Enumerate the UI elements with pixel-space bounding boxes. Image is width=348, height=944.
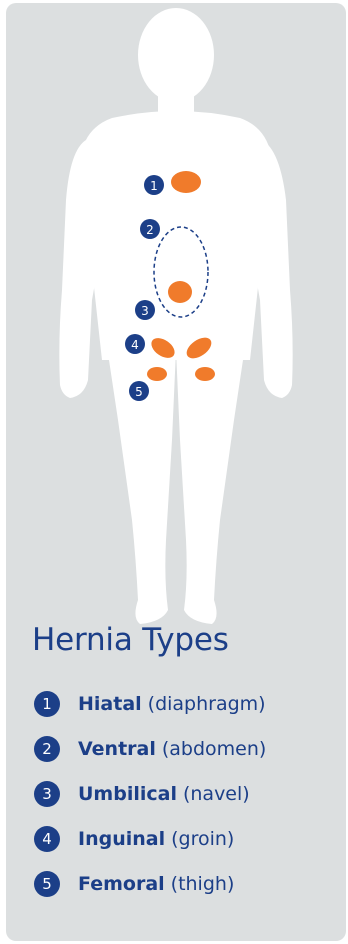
legend-item-ventral: 2 Ventral (abdomen): [34, 726, 266, 771]
legend-desc: (navel): [183, 783, 250, 805]
svg-text:5: 5: [135, 385, 143, 399]
legend-item-inguinal: 4 Inguinal (groin): [34, 816, 266, 861]
legend-term: Femoral: [78, 873, 165, 895]
femoral-spot-left: [147, 367, 167, 381]
legend-title: Hernia Types: [32, 622, 229, 658]
legend-number: 4: [34, 826, 60, 852]
svg-text:2: 2: [146, 223, 154, 237]
femoral-spot-right: [195, 367, 215, 381]
svg-text:1: 1: [150, 179, 158, 193]
legend-item-femoral: 5 Femoral (thigh): [34, 861, 266, 906]
marker-4: 4: [125, 334, 145, 354]
legend-desc: (abdomen): [162, 738, 266, 760]
svg-text:3: 3: [141, 304, 149, 318]
legend-number: 5: [34, 871, 60, 897]
legend-term: Inguinal: [78, 828, 165, 850]
umbilical-spot: [168, 281, 192, 303]
body-silhouette: [59, 8, 292, 624]
legend-number: 3: [34, 781, 60, 807]
legend-term: Ventral: [78, 738, 156, 760]
marker-1: 1: [144, 175, 164, 195]
marker-3: 3: [135, 300, 155, 320]
legend-term: Umbilical: [78, 783, 177, 805]
hiatal-spot: [171, 171, 201, 193]
legend-item-hiatal: 1 Hiatal (diaphragm): [34, 681, 266, 726]
marker-5: 5: [129, 381, 149, 401]
legend-desc: (thigh): [171, 873, 235, 895]
legend-number: 2: [34, 736, 60, 762]
svg-text:4: 4: [131, 338, 139, 352]
legend-term: Hiatal: [78, 693, 142, 715]
body-figure: 1 2 3 4 5: [0, 0, 348, 640]
marker-2: 2: [140, 219, 160, 239]
legend-number: 1: [34, 691, 60, 717]
legend-desc: (groin): [171, 828, 234, 850]
legend-list: 1 Hiatal (diaphragm) 2 Ventral (abdomen)…: [34, 681, 266, 906]
legend-desc: (diaphragm): [148, 693, 266, 715]
legend-item-umbilical: 3 Umbilical (navel): [34, 771, 266, 816]
